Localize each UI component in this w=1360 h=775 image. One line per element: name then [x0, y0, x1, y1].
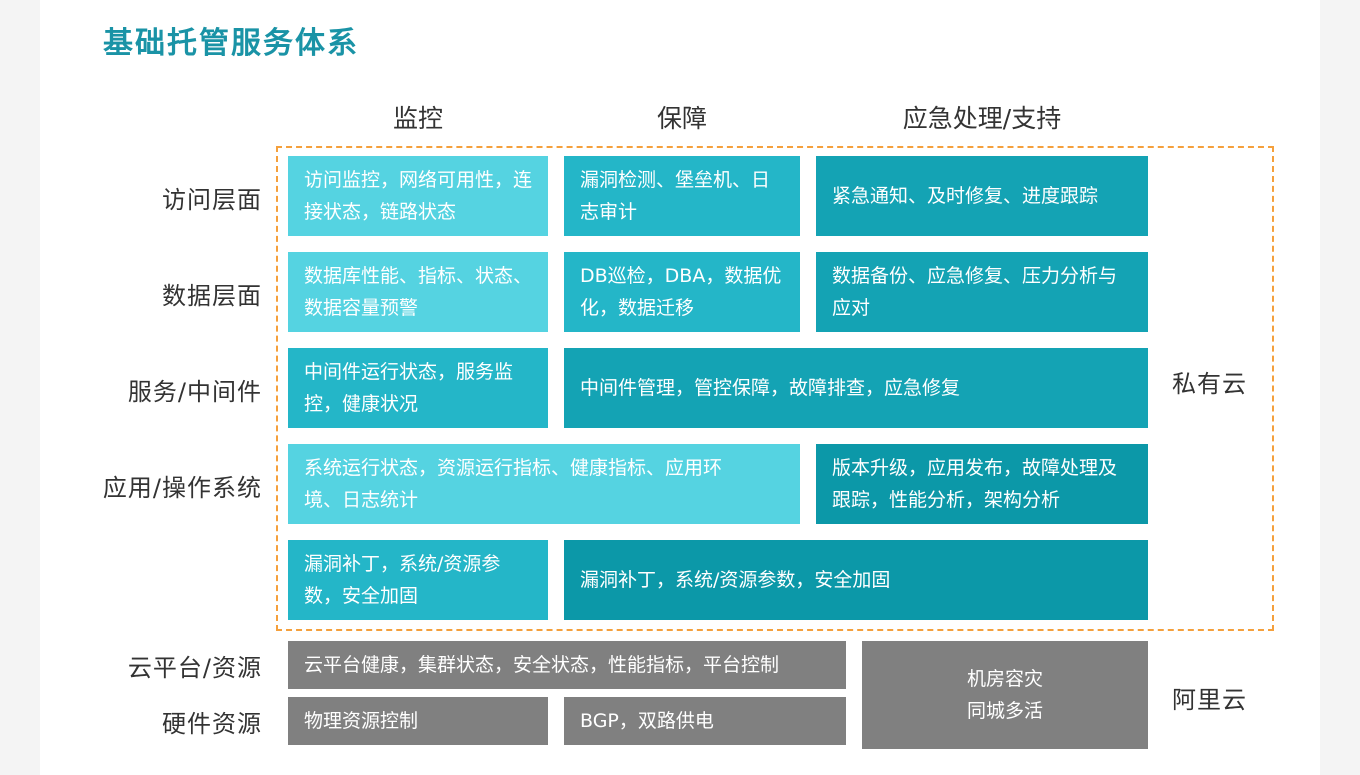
cell-patch-monitor: 漏洞补丁，系统/资源参数，安全加固 — [288, 540, 548, 620]
cell-hardware-guarantee: BGP，双路供电 — [564, 697, 846, 745]
side-label-private-cloud: 私有云 — [1172, 370, 1247, 398]
cell-access-guarantee: 漏洞检测、堡垒机、日志审计 — [564, 156, 800, 236]
row-label-middleware: 服务/中间件 — [127, 378, 262, 406]
cell-text: 物理资源控制 — [304, 710, 419, 732]
column-header-guarantee: 保障 — [656, 104, 707, 133]
cell-text: 访问监控，网络可用性，连接状态，链路状态 — [304, 169, 533, 223]
cell-text: BGP，双路供电 — [580, 710, 714, 732]
column-header-emergency: 应急处理/支持 — [902, 104, 1062, 133]
cell-data-monitor: 数据库性能、指标、状态、数据容量预警 — [288, 252, 548, 332]
cell-text: 漏洞检测、堡垒机、日志审计 — [580, 169, 771, 223]
cell-middleware-span: 中间件管理，管控保障，故障排查，应急修复 — [564, 348, 1148, 428]
cell-text: 数据库性能、指标、状态、数据容量预警 — [304, 265, 533, 319]
row-label-data: 数据层面 — [162, 282, 262, 310]
cell-data-guarantee: DB巡检，DBA，数据优化，数据迁移 — [564, 252, 800, 332]
cell-data-emergency: 数据备份、应急修复、压力分析与应对 — [816, 252, 1148, 332]
cell-cloud-platform: 云平台健康，集群状态，安全状态，性能指标，平台控制 — [288, 641, 846, 689]
column-header-monitor: 监控 — [392, 104, 443, 133]
cell-disaster-recovery: 机房容灾 同城多活 — [862, 641, 1148, 749]
private-cloud-frame — [276, 146, 1274, 631]
cell-text: 系统运行状态，资源运行指标、健康指标、应用环境、日志统计 — [304, 457, 723, 511]
cell-os-emergency: 版本升级，应用发布，故障处理及跟踪，性能分析，架构分析 — [816, 444, 1148, 524]
cell-text: 云平台健康，集群状态，安全状态，性能指标，平台控制 — [304, 654, 780, 676]
cell-text: 漏洞补丁，系统/资源参数，安全加固 — [304, 553, 501, 607]
cell-text: 版本升级，应用发布，故障处理及跟踪，性能分析，架构分析 — [832, 457, 1118, 511]
cell-text: 中间件运行状态，服务监控，健康状况 — [304, 361, 514, 415]
row-label-os: 应用/操作系统 — [102, 474, 262, 502]
cell-text: 数据备份、应急修复、压力分析与应对 — [832, 265, 1118, 319]
cell-text: 机房容灾 同城多活 — [966, 668, 1043, 722]
cell-access-emergency: 紧急通知、及时修复、进度跟踪 — [816, 156, 1148, 236]
cell-text: 中间件管理，管控保障，故障排查，应急修复 — [580, 377, 961, 399]
cell-text: 漏洞补丁，系统/资源参数，安全加固 — [580, 569, 891, 591]
cell-os-span: 系统运行状态，资源运行指标、健康指标、应用环境、日志统计 — [288, 444, 800, 524]
cell-text: DB巡检，DBA，数据优化，数据迁移 — [580, 265, 782, 319]
cell-access-monitor: 访问监控，网络可用性，连接状态，链路状态 — [288, 156, 548, 236]
side-label-aliyun: 阿里云 — [1172, 686, 1247, 714]
page-title: 基础托管服务体系 — [103, 26, 359, 61]
cell-patch-span: 漏洞补丁，系统/资源参数，安全加固 — [564, 540, 1148, 620]
row-label-access: 访问层面 — [162, 186, 262, 214]
row-label-hardware: 硬件资源 — [162, 710, 262, 738]
cell-text: 紧急通知、及时修复、进度跟踪 — [832, 185, 1099, 207]
cell-hardware-monitor: 物理资源控制 — [288, 697, 548, 745]
row-label-cloud: 云平台/资源 — [127, 654, 262, 682]
cell-middleware-monitor: 中间件运行状态，服务监控，健康状况 — [288, 348, 548, 428]
